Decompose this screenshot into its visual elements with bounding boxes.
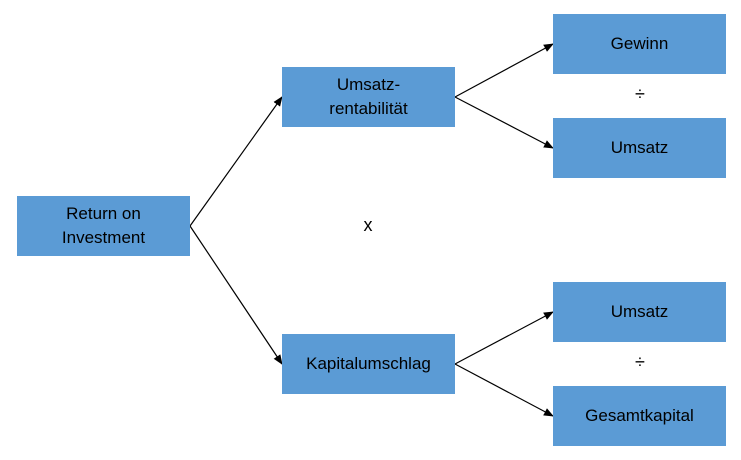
node-umsatzrentabilitaet: Umsatz- rentabilität: [282, 67, 455, 127]
divide-operator-lower: ÷: [635, 352, 645, 372]
edge-root-to-umsatzrentabilitaet: [189, 96, 283, 227]
node-label-line-1: Umsatz-: [336, 75, 401, 94]
node-gesamtkapital: Gesamtkapital: [553, 386, 726, 446]
node-label: Kapitalumschlag: [306, 354, 431, 373]
node-umsatz-upper: Umsatz: [553, 118, 726, 178]
node-label: Gewinn: [610, 34, 669, 53]
node-kapitalumschlag: Kapitalumschlag: [282, 334, 455, 394]
node-label: Gesamtkapital: [585, 406, 694, 425]
edge-root-to-kapitalumschlag: [189, 225, 283, 365]
edge-umsatzrentabilitaet-to-gewinn: [454, 43, 554, 98]
node-return-on-investment: Return on Investment: [17, 196, 190, 256]
node-umsatz-lower: Umsatz: [553, 282, 726, 342]
node-label-line-1: Return on: [66, 204, 141, 223]
edge-kapitalumschlag-to-gesamtkapital: [454, 363, 554, 417]
node-gewinn: Gewinn: [553, 14, 726, 74]
edge-umsatzrentabilitaet-to-umsatz: [454, 96, 554, 149]
edge-kapitalumschlag-to-umsatz: [454, 311, 554, 365]
node-label: Umsatz: [610, 302, 669, 321]
multiply-operator: x: [363, 215, 373, 235]
node-label-line-2: Investment: [61, 228, 146, 247]
node-label: Umsatz: [610, 138, 669, 157]
node-label-line-2: rentabilität: [329, 99, 408, 118]
divide-operator-upper: ÷: [635, 84, 645, 104]
